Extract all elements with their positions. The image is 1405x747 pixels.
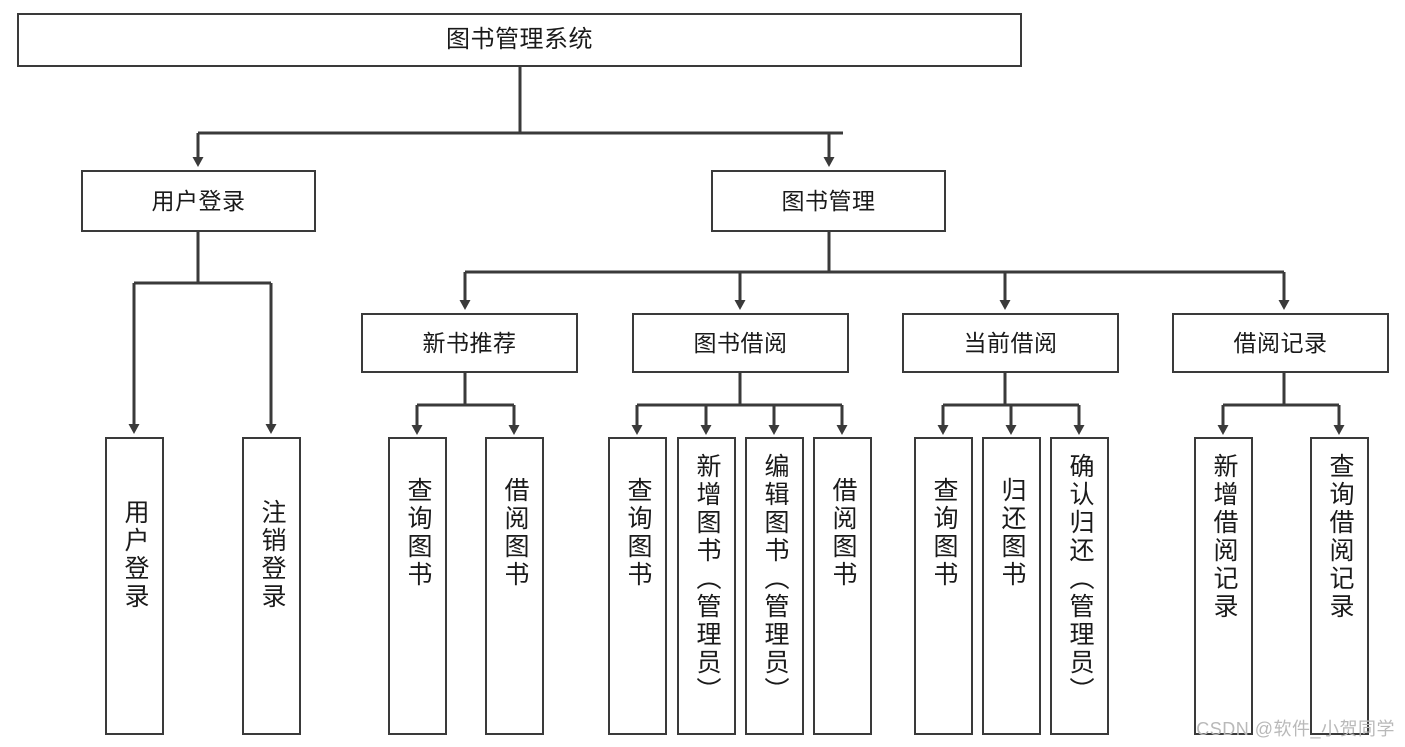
leaf-add-record[interactable]: 新增借阅记录 [1194, 437, 1253, 735]
leaf-add-record-label: 新增借阅记录 [1210, 453, 1238, 621]
leaf-query-record[interactable]: 查询借阅记录 [1310, 437, 1369, 735]
node-book-borrow[interactable]: 图书借阅 [632, 313, 849, 373]
leaf-user-login-label: 用户登录 [121, 499, 149, 611]
node-borrow-record-label: 借阅记录 [1233, 329, 1328, 356]
leaf-query-book-2[interactable]: 查询图书 [608, 437, 667, 735]
leaf-query-record-label: 查询借阅记录 [1326, 453, 1354, 621]
leaf-query-book-2-label: 查询图书 [624, 477, 652, 589]
leaf-logout-login-label: 注销登录 [258, 499, 286, 611]
node-book-borrow-label: 图书借阅 [693, 329, 788, 356]
node-user-login[interactable]: 用户登录 [81, 170, 316, 232]
leaf-edit-book-label: 编辑图书（管理员） [761, 453, 789, 705]
node-new-book-recommend-label: 新书推荐 [422, 329, 517, 356]
leaf-query-book-1[interactable]: 查询图书 [388, 437, 447, 735]
leaf-borrow-book-2-label: 借阅图书 [829, 477, 857, 589]
leaf-return-book[interactable]: 归还图书 [982, 437, 1041, 735]
node-current-borrow-label: 当前借阅 [963, 329, 1058, 356]
node-book-manage[interactable]: 图书管理 [711, 170, 946, 232]
leaf-borrow-book-1-label: 借阅图书 [501, 477, 529, 589]
node-book-manage-label: 图书管理 [781, 187, 876, 214]
leaf-query-book-3[interactable]: 查询图书 [914, 437, 973, 735]
leaf-query-book-1-label: 查询图书 [404, 477, 432, 589]
node-root[interactable]: 图书管理系统 [17, 13, 1022, 67]
leaf-user-login[interactable]: 用户登录 [105, 437, 164, 735]
leaf-confirm-return[interactable]: 确认归还（管理员） [1050, 437, 1109, 735]
leaf-add-book-label: 新增图书（管理员） [693, 453, 721, 705]
leaf-borrow-book-2[interactable]: 借阅图书 [813, 437, 872, 735]
leaf-return-book-label: 归还图书 [998, 477, 1026, 589]
leaf-confirm-return-label: 确认归还（管理员） [1066, 453, 1094, 705]
node-root-label: 图书管理系统 [446, 26, 593, 54]
leaf-borrow-book-1[interactable]: 借阅图书 [485, 437, 544, 735]
leaf-add-book[interactable]: 新增图书（管理员） [677, 437, 736, 735]
node-current-borrow[interactable]: 当前借阅 [902, 313, 1119, 373]
node-new-book-recommend[interactable]: 新书推荐 [361, 313, 578, 373]
node-user-login-label: 用户登录 [151, 187, 246, 214]
leaf-logout-login[interactable]: 注销登录 [242, 437, 301, 735]
node-borrow-record[interactable]: 借阅记录 [1172, 313, 1389, 373]
leaf-edit-book[interactable]: 编辑图书（管理员） [745, 437, 804, 735]
leaf-query-book-3-label: 查询图书 [930, 477, 958, 589]
